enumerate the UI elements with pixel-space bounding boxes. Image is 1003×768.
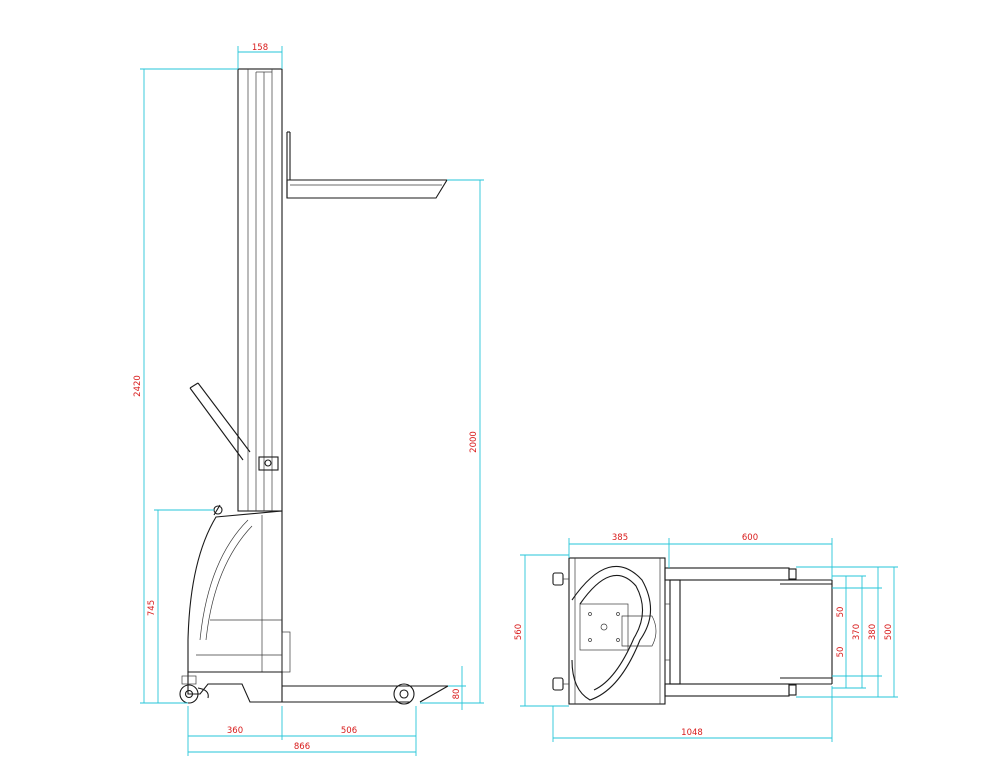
dim-body-length: 360 [227, 726, 243, 736]
top-view-dimensions: 385 600 560 50 50 370 380 500 1048 [514, 533, 898, 742]
dim-top-overall-length: 1048 [681, 728, 703, 738]
dim-top-fork-length: 600 [742, 533, 758, 543]
mast [237, 68, 283, 512]
dim-top-inner-width: 370 [852, 624, 862, 640]
dim-top-offset-lower: 50 [836, 647, 846, 658]
dim-mast-width: 158 [252, 43, 268, 53]
dim-platform-height: 2000 [469, 431, 479, 453]
dim-fork-length: 506 [341, 726, 357, 736]
drive-unit-body [187, 504, 291, 673]
dim-top-body-length: 385 [612, 533, 628, 543]
dim-body-height: 745 [147, 600, 157, 616]
top-body [568, 557, 666, 705]
dim-overall-length: 866 [294, 742, 310, 752]
top-wheels [552, 572, 569, 691]
lift-platform [286, 131, 448, 199]
side-view-dimensions: 158 2420 2000 745 80 360 506 866 [133, 43, 484, 756]
dim-overall-height: 2420 [133, 375, 143, 397]
top-forks [664, 567, 833, 697]
dim-top-outer-width: 500 [884, 624, 894, 640]
dim-top-fork-spread: 380 [868, 624, 878, 640]
dim-top-offset-upper: 50 [836, 607, 846, 618]
steering-handle [189, 382, 279, 471]
top-view [552, 557, 833, 705]
top-handle [571, 565, 652, 701]
base-and-fork [179, 671, 449, 705]
dim-fork-height: 80 [452, 689, 462, 700]
dim-top-overall-width: 560 [514, 624, 524, 640]
side-view [179, 68, 449, 705]
